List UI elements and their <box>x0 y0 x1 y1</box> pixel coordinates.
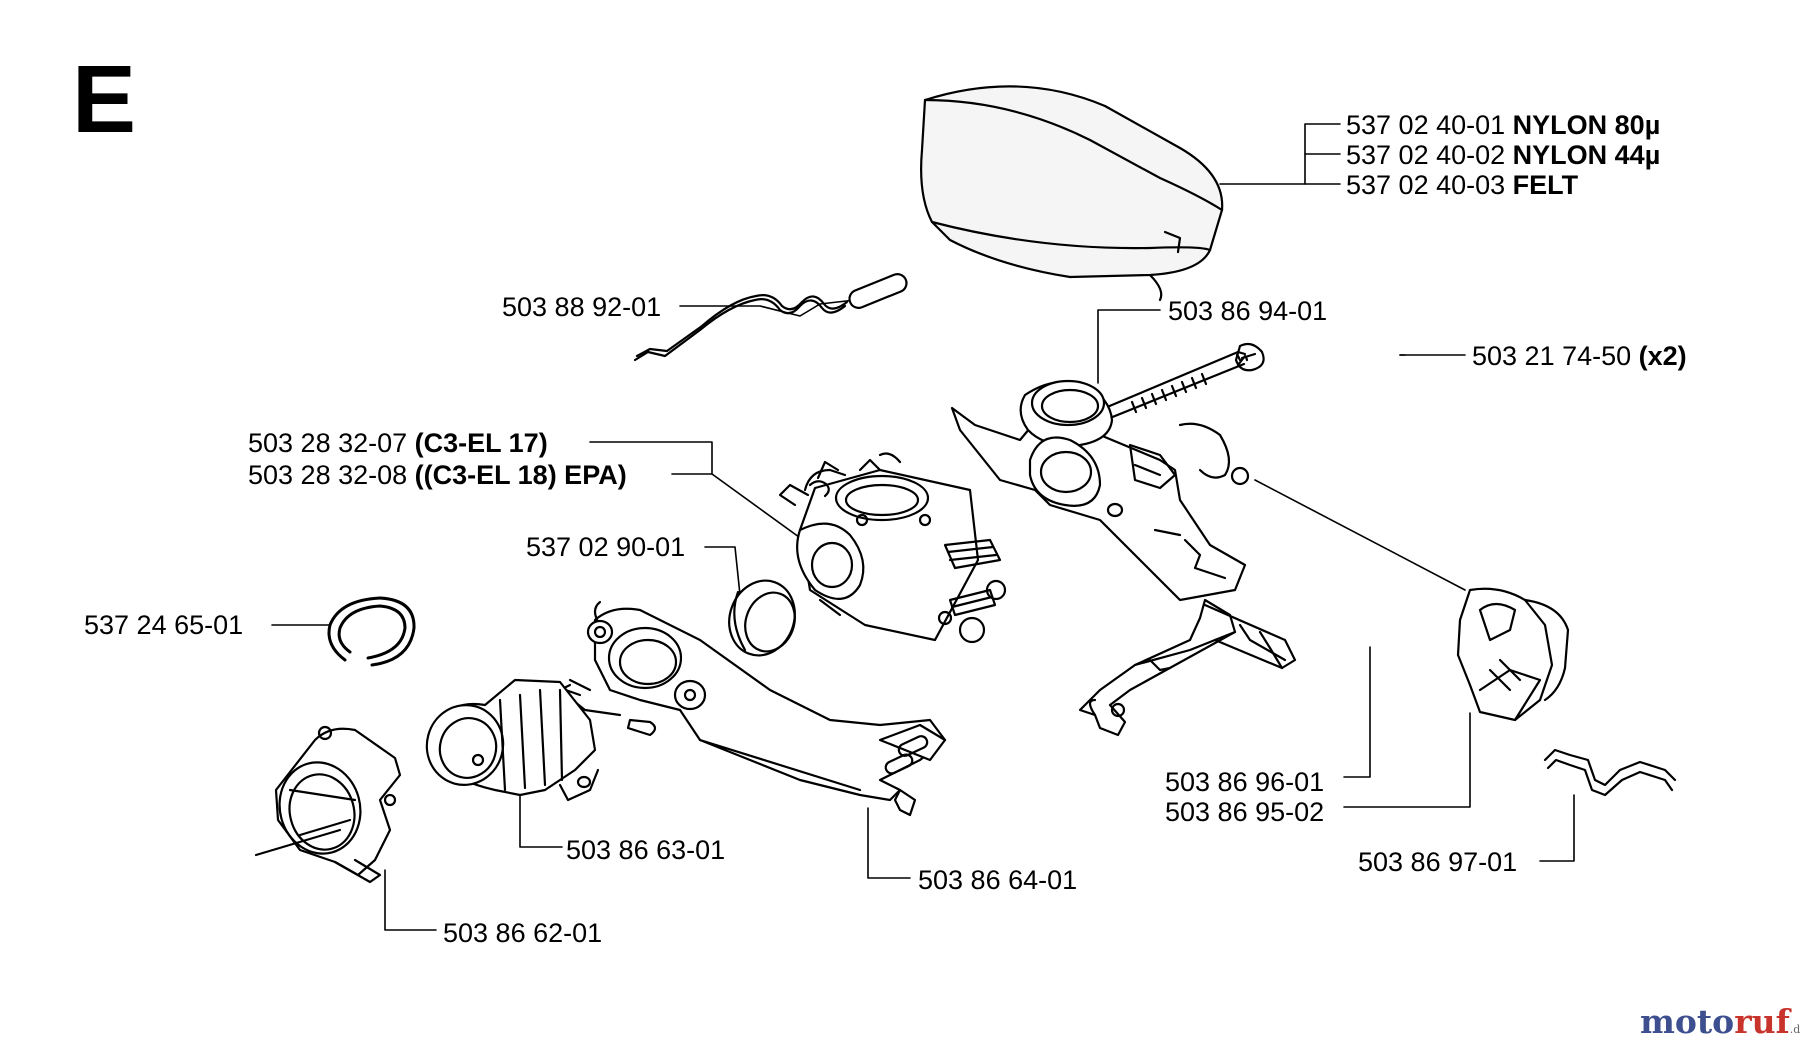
carburetor-holder-drawing <box>950 379 1250 602</box>
part-number: 503 86 63-01 <box>566 835 726 865</box>
label-intake-boot: 503 86 63-01 <box>566 835 725 865</box>
part-number: 537 24 65-01 <box>84 610 244 640</box>
part-number: 503 21 74-50 <box>1472 341 1632 371</box>
part-number: 503 86 95-02 <box>1165 797 1325 827</box>
label-spring-clip: 503 86 97-01 <box>1358 847 1517 877</box>
part-number: 537 02 40-01 <box>1346 110 1506 140</box>
label-filter-nylon44: 537 02 40-02 NYLON 44µ <box>1346 140 1660 170</box>
lever-guard-drawing <box>1456 587 1570 722</box>
part-description: NYLON 44µ <box>1512 140 1661 170</box>
intake-manifold-drawing <box>558 600 947 817</box>
circlip-drawing <box>327 596 416 667</box>
label-intake-flange: 503 86 62-01 <box>443 918 602 948</box>
leader-lines <box>271 123 1575 931</box>
part-number: 503 86 64-01 <box>918 865 1078 895</box>
part-description: (C3-EL 17) <box>414 428 548 458</box>
spacer-ring-drawing <box>728 579 796 657</box>
part-number: 503 86 62-01 <box>443 918 603 948</box>
intake-flange-drawing <box>254 725 402 884</box>
label-choke-rod: 503 88 92-01 <box>502 292 661 322</box>
label-lever-b: 503 86 95-02 <box>1165 797 1324 827</box>
part-number: 537 02 90-01 <box>526 532 686 562</box>
part-number: 503 28 32-08 <box>248 460 408 490</box>
label-carburetor-c3el18: 503 28 32-08 ((C3-EL 18) EPA) <box>248 460 627 490</box>
part-description: FELT <box>1512 170 1579 200</box>
watermark-logo: motoruf.de <box>1640 1002 1800 1041</box>
label-spacer-ring: 537 02 90-01 <box>526 532 685 562</box>
label-carburetor-holder: 503 86 94-01 <box>1168 296 1327 326</box>
part-number: 503 86 97-01 <box>1358 847 1518 877</box>
part-number: 503 28 32-07 <box>248 428 408 458</box>
part-number: 537 02 40-03 <box>1346 170 1506 200</box>
bolt-drawing <box>1088 342 1265 427</box>
spring-clip-drawing <box>1543 748 1677 797</box>
watermark-part1: moto <box>1640 1002 1735 1041</box>
label-filter-nylon80: 537 02 40-01 NYLON 80µ <box>1346 110 1660 140</box>
section-letter: E <box>72 46 137 153</box>
label-filter-felt: 537 02 40-03 FELT <box>1346 170 1578 200</box>
part-description: ((C3-EL 18) EPA) <box>414 460 627 490</box>
part-number: 537 02 40-02 <box>1346 140 1506 170</box>
choke-rod-drawing <box>633 273 908 362</box>
label-intake-manifold: 503 86 64-01 <box>918 865 1077 895</box>
intake-boot-drawing <box>425 678 600 802</box>
throttle-lever-drawing <box>1078 598 1297 737</box>
part-number: 503 86 94-01 <box>1168 296 1328 326</box>
watermark-suffix: .de <box>1789 1023 1800 1036</box>
label-circlip: 537 24 65-01 <box>84 610 243 640</box>
part-description: NYLON 80µ <box>1512 110 1661 140</box>
label-bolt: 503 21 74-50 (x2) <box>1472 341 1687 371</box>
label-lever-a: 503 86 96-01 <box>1165 767 1324 797</box>
label-carburetor-c3el17: 503 28 32-07 (C3-EL 17) <box>248 428 548 458</box>
part-description: (x2) <box>1638 341 1687 371</box>
air-filter-drawing <box>920 85 1224 302</box>
carburetor-drawing <box>778 452 1007 644</box>
part-number: 503 86 96-01 <box>1165 767 1325 797</box>
watermark-part2: ruf <box>1734 1002 1790 1041</box>
part-number: 503 88 92-01 <box>502 292 662 322</box>
